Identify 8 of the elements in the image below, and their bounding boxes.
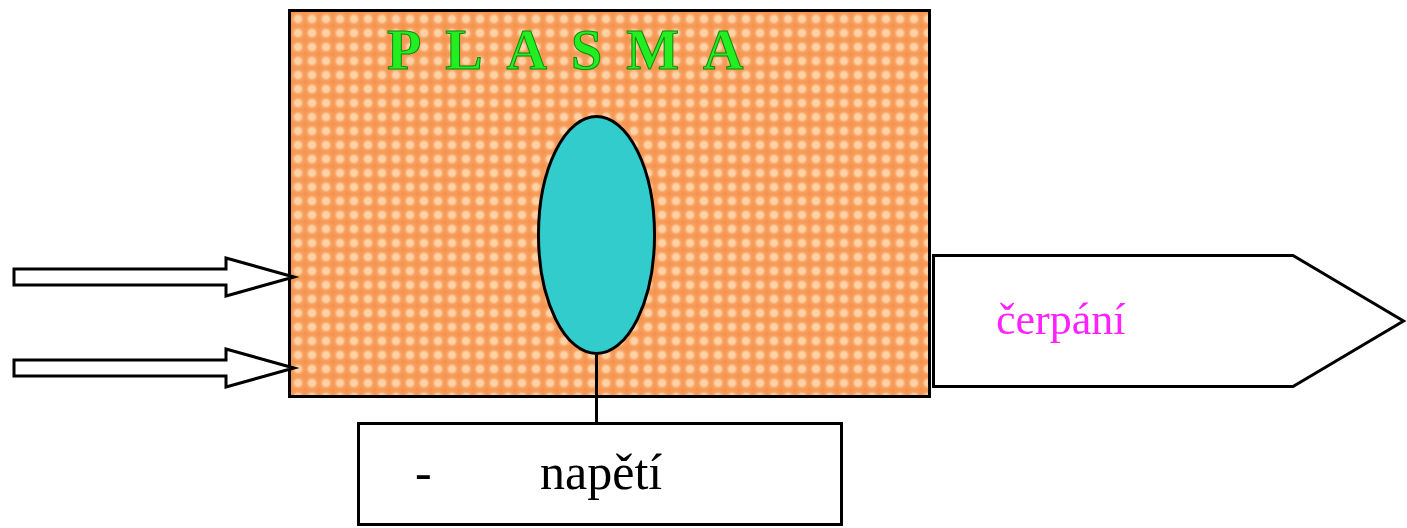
pump-label: čerpání — [996, 298, 1126, 342]
voltage-box — [357, 422, 843, 526]
block-arrow — [12, 347, 300, 389]
title-label: PLASMA — [387, 22, 768, 78]
plasma-chamber — [288, 9, 931, 398]
connector-line — [595, 355, 598, 422]
block-arrow — [12, 256, 300, 298]
minus-sign: - — [415, 447, 432, 497]
